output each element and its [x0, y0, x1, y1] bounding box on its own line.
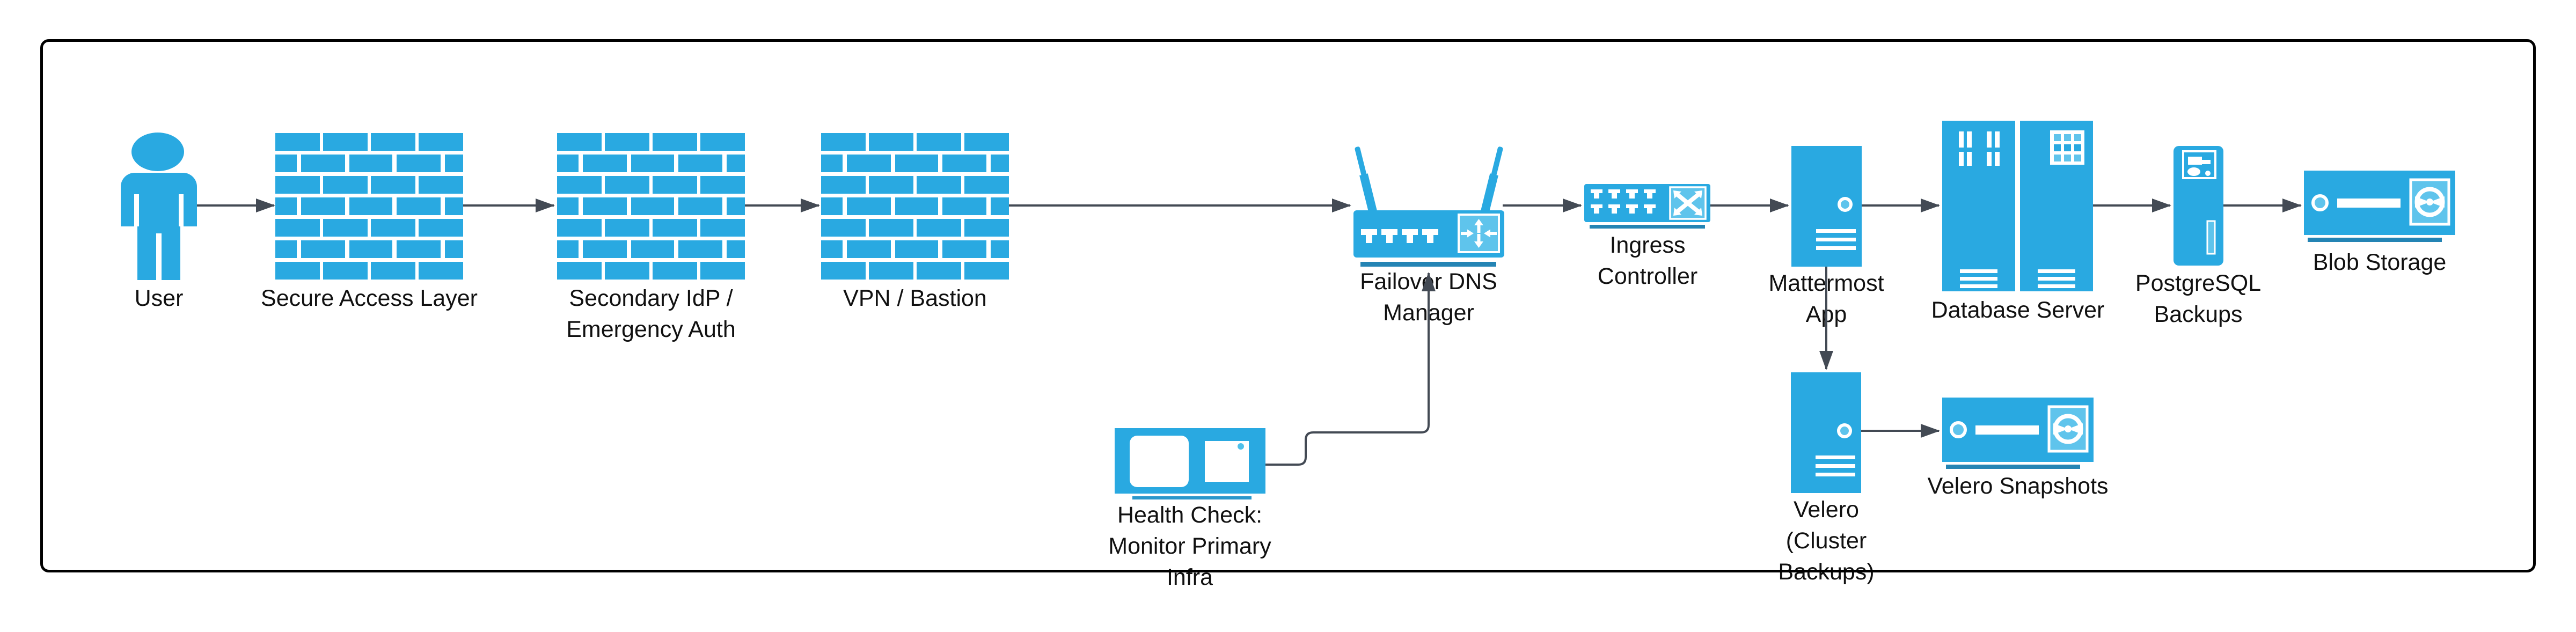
node-label: Database Server: [1931, 297, 2105, 323]
server-tower-icon: [1791, 146, 1862, 267]
disk-storage-icon: [2304, 171, 2455, 242]
node-label: Secondary IdP / Emergency Auth: [566, 285, 736, 342]
server-rack-icon: [1942, 121, 2093, 291]
node-label: Secure Access Layer: [261, 285, 478, 311]
node-label: Ingress Controller: [1597, 232, 1698, 289]
server-tower-small-icon: [2174, 146, 2223, 266]
firewall-icon: [275, 133, 463, 280]
edge-health-check-failover-dns: [1265, 272, 1436, 466]
node-label: PostgreSQL Backups: [2135, 270, 2262, 327]
firewall-icon: [821, 133, 1009, 280]
monitor-icon: [1115, 428, 1265, 499]
user-icon: [121, 133, 197, 280]
wireless-router-icon: [1353, 144, 1504, 267]
node-label: VPN / Bastion: [843, 285, 987, 311]
node-label: Velero Snapshots: [1927, 473, 2109, 499]
server-tower-icon: [1791, 372, 1861, 493]
disk-storage-icon: [1942, 398, 2094, 469]
node-label: User: [134, 285, 184, 311]
node-label: Blob Storage: [2312, 249, 2447, 275]
node-label: Health Check: Monitor Primary Infra: [1108, 502, 1271, 590]
firewall-icon: [557, 133, 745, 280]
network-switch-icon: [1584, 184, 1710, 229]
